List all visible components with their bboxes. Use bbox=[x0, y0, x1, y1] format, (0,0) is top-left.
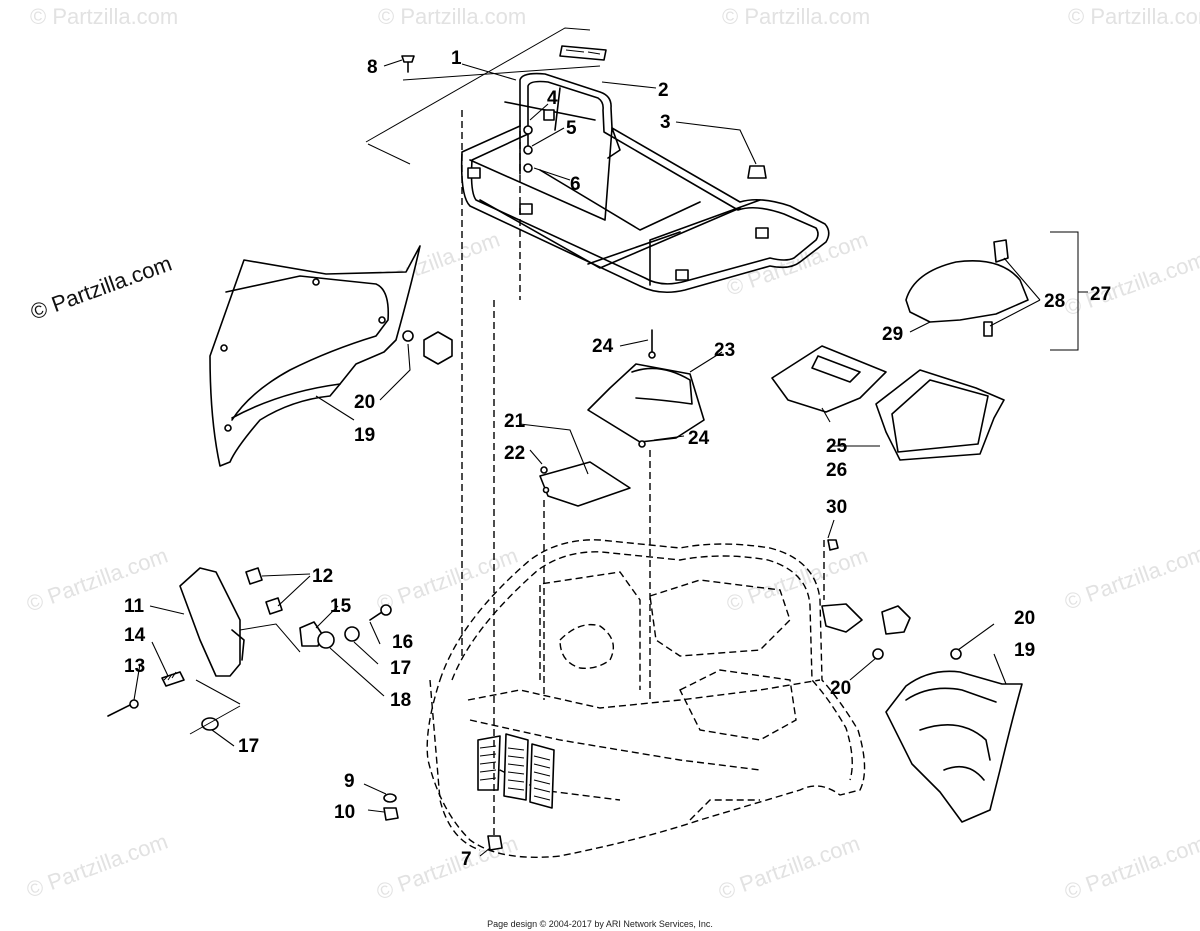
callout-26: 26 bbox=[826, 460, 847, 481]
brand-watermark: © Partzilla.com bbox=[27, 251, 175, 325]
plate-part-21 bbox=[539, 461, 631, 507]
callout-13: 13 bbox=[124, 656, 145, 677]
watermark: © Partzilla.com bbox=[30, 4, 178, 29]
callout-21: 21 bbox=[504, 411, 526, 432]
storage-box bbox=[771, 239, 1029, 461]
callout-11: 11 bbox=[124, 596, 145, 617]
leader-lines bbox=[133, 59, 1041, 857]
callouts: 1 2 3 4 5 6 7 8 9 10 11 12 13 14 15 16 1… bbox=[124, 48, 1111, 870]
callout-24: 24 bbox=[688, 428, 710, 449]
watermark: © Partzilla.com bbox=[722, 4, 870, 29]
callout-17: 17 bbox=[238, 736, 259, 757]
watermark: © Partzilla.com bbox=[373, 543, 521, 617]
footer-credit: Page design © 2004-2017 by ARI Network S… bbox=[487, 919, 713, 929]
callout-27: 27 bbox=[1090, 284, 1111, 305]
callout-24: 24 bbox=[592, 336, 614, 357]
watermark: © Partzilla.com bbox=[23, 829, 171, 903]
assembly-lines bbox=[461, 110, 825, 840]
callout-29: 29 bbox=[882, 324, 903, 345]
callout-9: 9 bbox=[344, 771, 355, 792]
callout-20: 20 bbox=[354, 392, 375, 413]
watermark: © Partzilla.com bbox=[1061, 831, 1200, 905]
callout-23: 23 bbox=[714, 340, 735, 361]
callout-1: 1 bbox=[451, 48, 462, 69]
watermark: © Partzilla.com bbox=[378, 4, 526, 29]
callout-16: 16 bbox=[392, 632, 413, 653]
rack-hardware bbox=[401, 55, 767, 179]
decal-part-2 bbox=[559, 45, 607, 61]
bracket-27 bbox=[1050, 231, 1079, 351]
callout-6: 6 bbox=[570, 174, 581, 195]
callout-5: 5 bbox=[566, 118, 577, 139]
front-fender-body bbox=[426, 539, 866, 858]
callout-30: 30 bbox=[826, 497, 847, 518]
side-panel-left bbox=[209, 245, 453, 467]
callout-20: 20 bbox=[1014, 608, 1035, 629]
watermark: © Partzilla.com bbox=[1061, 247, 1200, 321]
watermark: © Partzilla.com bbox=[723, 543, 871, 617]
watermark: © Partzilla.com bbox=[1068, 4, 1200, 29]
callout-19: 19 bbox=[354, 425, 375, 446]
callout-2: 2 bbox=[658, 80, 669, 101]
headlight-cover-group bbox=[107, 567, 392, 735]
callout-28: 28 bbox=[1044, 291, 1065, 312]
callout-4: 4 bbox=[547, 88, 558, 109]
callout-17: 17 bbox=[390, 658, 411, 679]
callout-7: 7 bbox=[461, 849, 472, 870]
front-rack bbox=[365, 27, 830, 294]
watermark: © Partzilla.com bbox=[715, 831, 863, 905]
callout-25: 25 bbox=[826, 436, 848, 457]
callout-10: 10 bbox=[334, 802, 355, 823]
callout-3: 3 bbox=[660, 112, 671, 133]
side-panel-right bbox=[821, 603, 1023, 823]
callout-12: 12 bbox=[312, 566, 333, 587]
callout-14: 14 bbox=[124, 625, 146, 646]
callout-22: 22 bbox=[504, 443, 525, 464]
callout-18: 18 bbox=[390, 690, 411, 711]
callout-20: 20 bbox=[830, 678, 851, 699]
callout-19: 19 bbox=[1014, 640, 1035, 661]
callout-15: 15 bbox=[330, 596, 352, 617]
watermark: © Partzilla.com bbox=[1061, 541, 1200, 615]
callout-8: 8 bbox=[367, 57, 378, 78]
lower-hardware bbox=[383, 539, 839, 851]
watermark: © Partzilla.com bbox=[23, 543, 171, 617]
